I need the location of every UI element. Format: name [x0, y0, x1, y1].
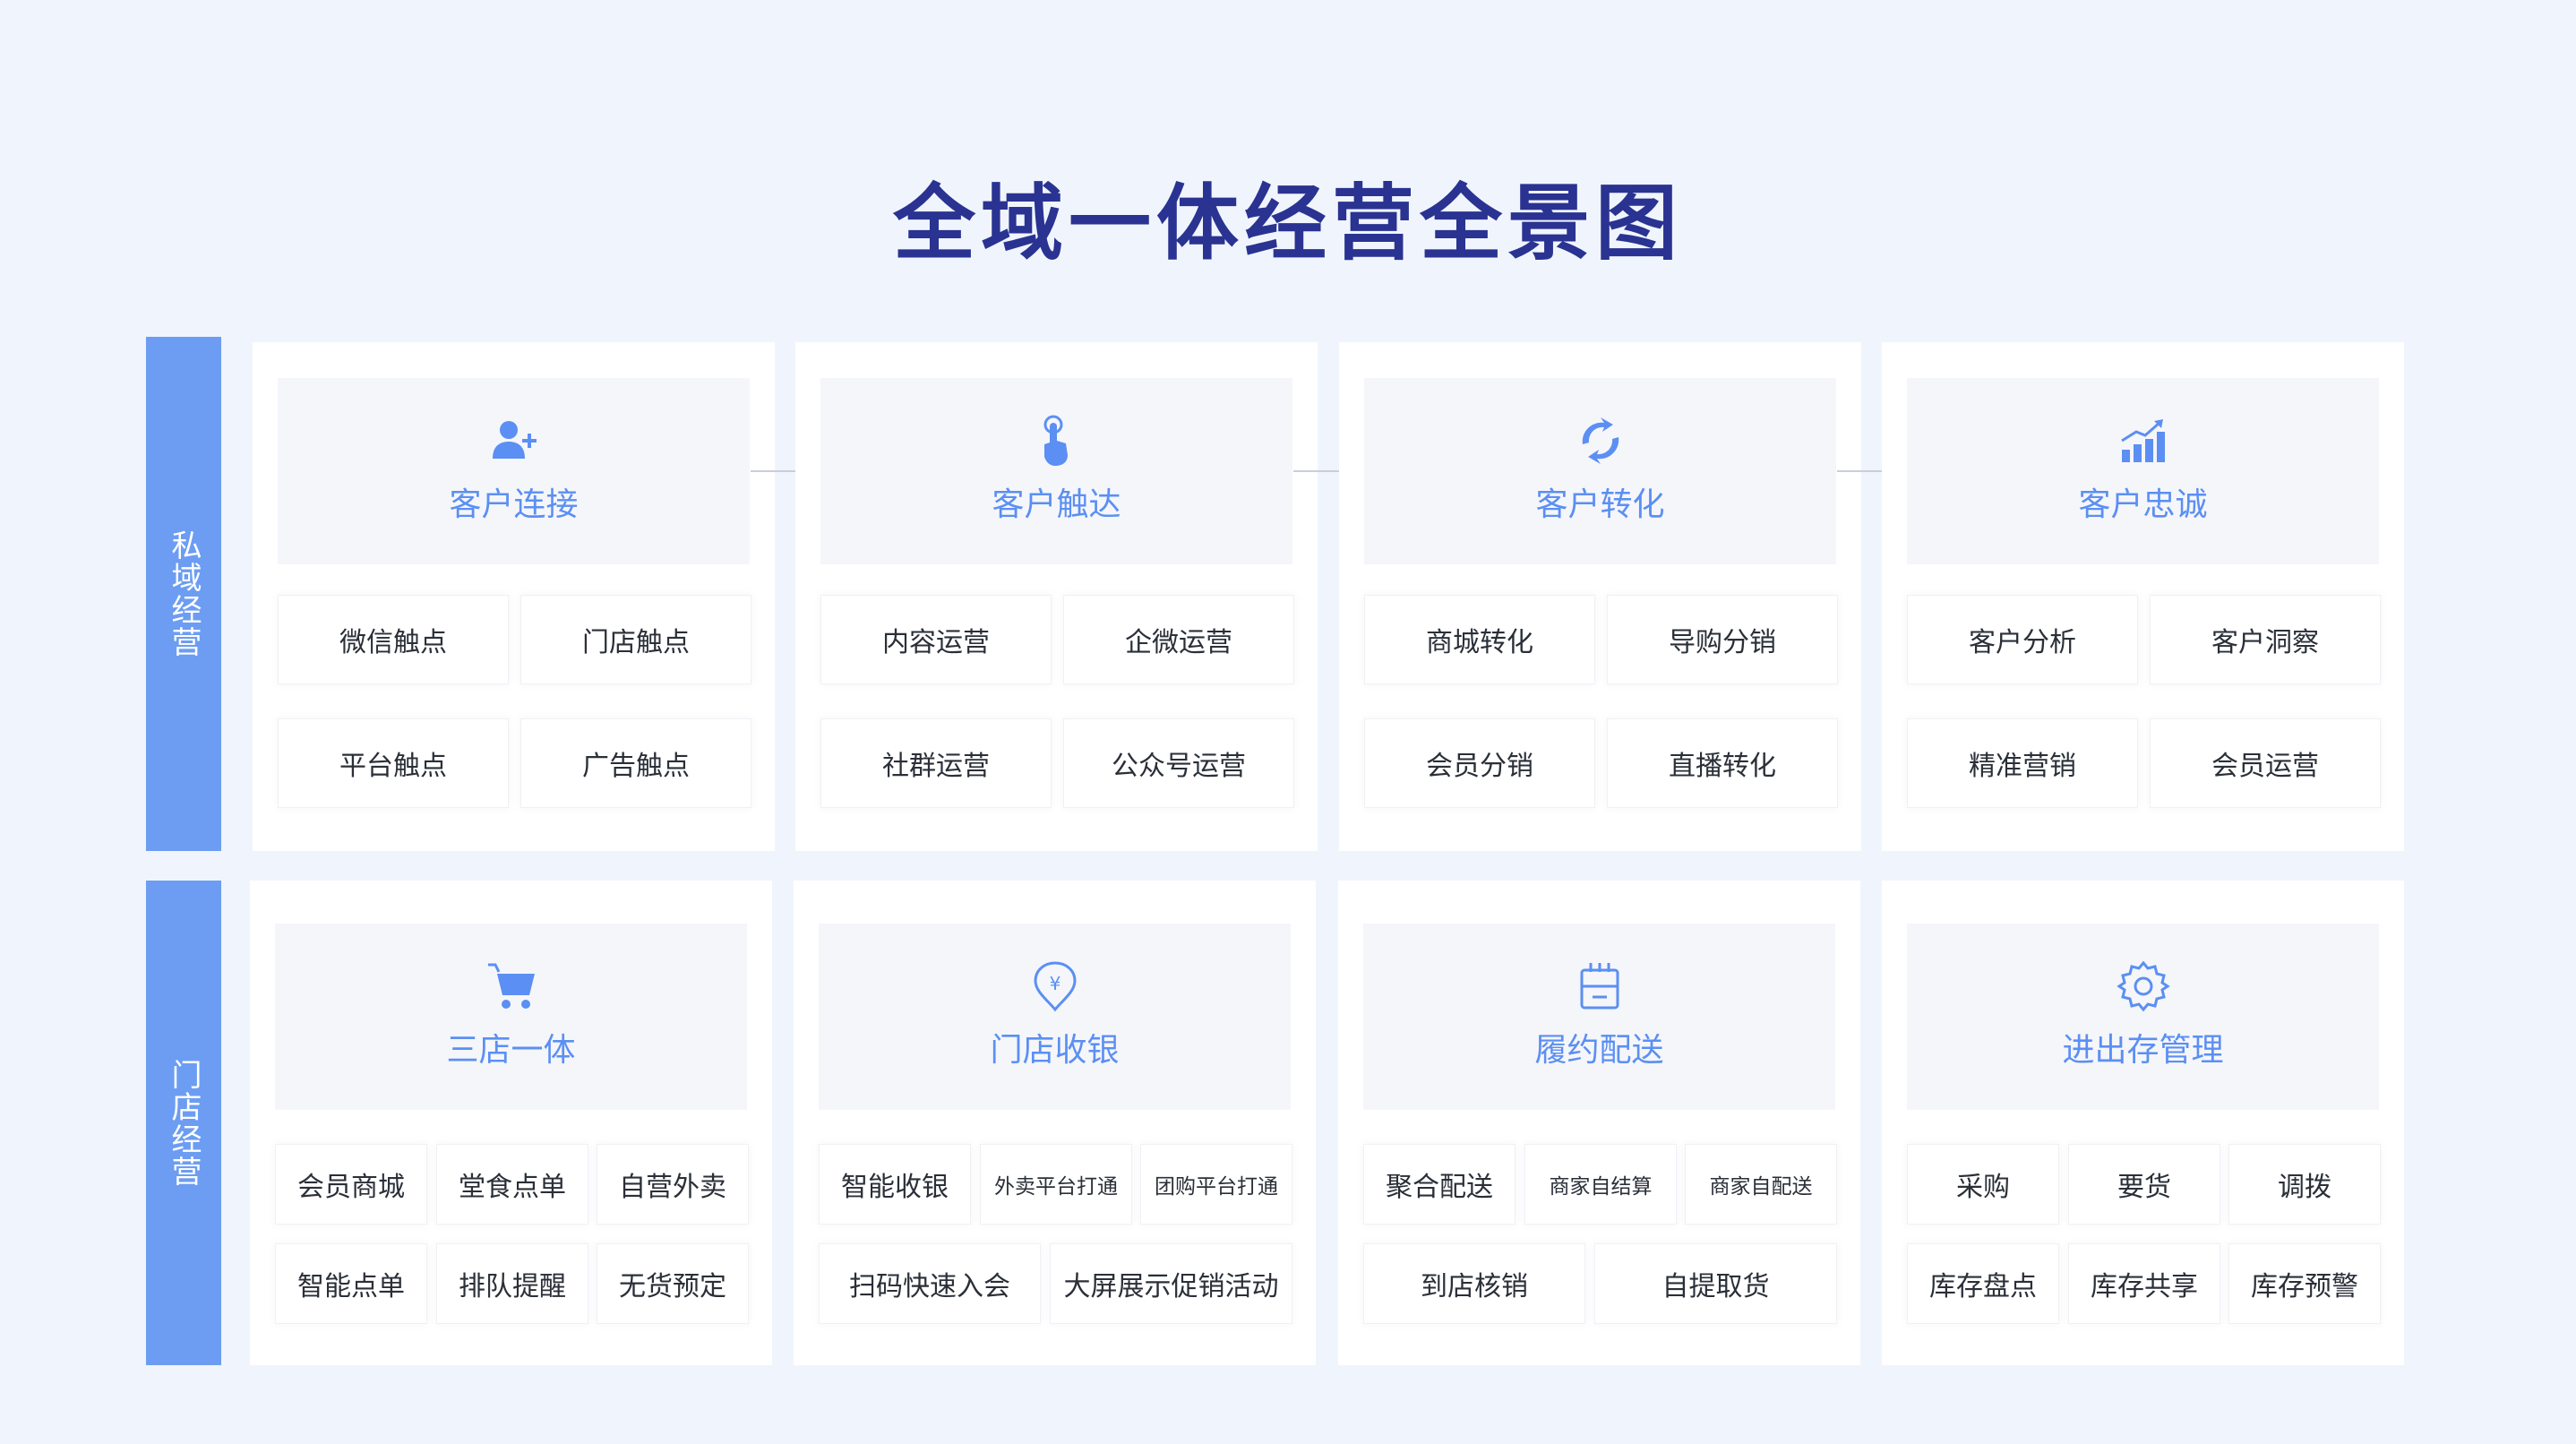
- feature-item[interactable]: 广告触点: [520, 718, 751, 808]
- feature-item[interactable]: 库存盘点: [1907, 1243, 2059, 1324]
- yuan-pin-icon: ¥: [1028, 959, 1082, 1013]
- gear-icon: [2116, 959, 2170, 1013]
- feature-item[interactable]: 外卖平台打通: [980, 1144, 1132, 1225]
- sync-arrows-icon: [1574, 414, 1627, 468]
- feature-item[interactable]: 会员商城: [275, 1144, 427, 1225]
- card-header[interactable]: 客户连接: [278, 378, 750, 564]
- feature-item[interactable]: 自提取货: [1594, 1243, 1837, 1324]
- feature-item[interactable]: 商家自配送: [1685, 1144, 1837, 1225]
- shopping-cart-icon: [485, 959, 538, 1013]
- feature-item[interactable]: 企微运营: [1063, 595, 1294, 684]
- feature-item[interactable]: 调拨: [2228, 1144, 2381, 1225]
- card-header[interactable]: 履约配送: [1363, 924, 1835, 1110]
- card-header[interactable]: 三店一体: [275, 924, 747, 1110]
- card-title: 客户连接: [449, 486, 579, 523]
- feature-item[interactable]: 直播转化: [1607, 718, 1838, 808]
- feature-item[interactable]: 聚合配送: [1363, 1144, 1516, 1225]
- feature-item[interactable]: 扫码快速入会: [819, 1243, 1041, 1324]
- card-store-cashier: ¥ 门店收银 智能收银 外卖平台打通 团购平台打通 扫码快速入会 大屏展示促销活…: [794, 881, 1316, 1365]
- delivery-box-icon: [1573, 959, 1627, 1013]
- card-title: 客户转化: [1535, 486, 1665, 523]
- feature-item[interactable]: 会员运营: [2150, 718, 2381, 808]
- feature-item[interactable]: 内容运营: [820, 595, 1052, 684]
- feature-item[interactable]: 精准营销: [1907, 718, 2138, 808]
- card-header[interactable]: 客户转化: [1364, 378, 1836, 564]
- section-label-text: 私域经营: [166, 529, 202, 658]
- feature-item[interactable]: 库存预警: [2228, 1243, 2381, 1324]
- feature-item[interactable]: 无货预定: [597, 1243, 749, 1324]
- feature-item[interactable]: 商城转化: [1364, 595, 1595, 684]
- feature-item[interactable]: 到店核销: [1363, 1243, 1585, 1324]
- card-customer-loyalty: 客户忠诚 客户分析 客户洞察 精准营销 会员运营: [1882, 342, 2404, 851]
- feature-item[interactable]: 客户分析: [1907, 595, 2138, 684]
- feature-item[interactable]: 自营外卖: [597, 1144, 749, 1225]
- feature-item[interactable]: 会员分销: [1364, 718, 1595, 808]
- card-customer-reach: 客户触达 内容运营 企微运营 社群运营 公众号运营: [795, 342, 1318, 851]
- section-label-private: 私域经营: [146, 337, 221, 851]
- feature-item[interactable]: 大屏展示促销活动: [1050, 1243, 1292, 1324]
- feature-item[interactable]: 微信触点: [278, 595, 509, 684]
- section-label-text: 门店经营: [166, 1058, 202, 1188]
- card-header[interactable]: 客户忠诚: [1907, 378, 2379, 564]
- card-header[interactable]: ¥ 门店收银: [819, 924, 1291, 1110]
- feature-item[interactable]: 智能收银: [819, 1144, 971, 1225]
- card-inventory: 进出存管理 采购 要货 调拨 库存盘点 库存共享 库存预警: [1882, 881, 2404, 1365]
- feature-item[interactable]: 智能点单: [275, 1243, 427, 1324]
- card-title: 客户触达: [992, 486, 1121, 523]
- card-header[interactable]: 客户触达: [820, 378, 1292, 564]
- section-label-store: 门店经营: [146, 881, 221, 1365]
- feature-item[interactable]: 导购分销: [1607, 595, 1838, 684]
- feature-item[interactable]: 商家自结算: [1524, 1144, 1677, 1225]
- feature-item[interactable]: 公众号运营: [1063, 718, 1294, 808]
- card-title: 三店一体: [446, 1032, 576, 1069]
- svg-text:¥: ¥: [1049, 973, 1060, 994]
- feature-item[interactable]: 平台触点: [278, 718, 509, 808]
- feature-item[interactable]: 采购: [1907, 1144, 2059, 1225]
- card-title: 客户忠诚: [2078, 486, 2208, 523]
- card-customer-connect: 客户连接 微信触点 门店触点 平台触点 广告触点: [253, 342, 775, 851]
- card-three-stores: 三店一体 会员商城 堂食点单 自营外卖 智能点单 排队提醒 无货预定: [250, 881, 772, 1365]
- growth-chart-icon: [2117, 414, 2170, 468]
- touch-hand-icon: [1030, 414, 1084, 468]
- card-title: 门店收银: [990, 1032, 1120, 1069]
- feature-item[interactable]: 库存共享: [2068, 1243, 2220, 1324]
- feature-item[interactable]: 要货: [2068, 1144, 2220, 1225]
- feature-item[interactable]: 堂食点单: [436, 1144, 588, 1225]
- user-plus-icon: [487, 414, 541, 468]
- feature-item[interactable]: 门店触点: [520, 595, 751, 684]
- page-title: 全域一体经营全景图: [892, 176, 1683, 271]
- card-fulfillment: 履约配送 聚合配送 商家自结算 商家自配送 到店核销 自提取货: [1338, 881, 1860, 1365]
- card-header[interactable]: 进出存管理: [1907, 924, 2379, 1110]
- feature-item[interactable]: 客户洞察: [2150, 595, 2381, 684]
- feature-item[interactable]: 团购平台打通: [1140, 1144, 1292, 1225]
- feature-item[interactable]: 社群运营: [820, 718, 1052, 808]
- feature-item[interactable]: 排队提醒: [436, 1243, 588, 1324]
- card-title: 进出存管理: [2062, 1032, 2224, 1069]
- card-customer-convert: 客户转化 商城转化 导购分销 会员分销 直播转化: [1339, 342, 1861, 851]
- card-title: 履约配送: [1534, 1032, 1664, 1069]
